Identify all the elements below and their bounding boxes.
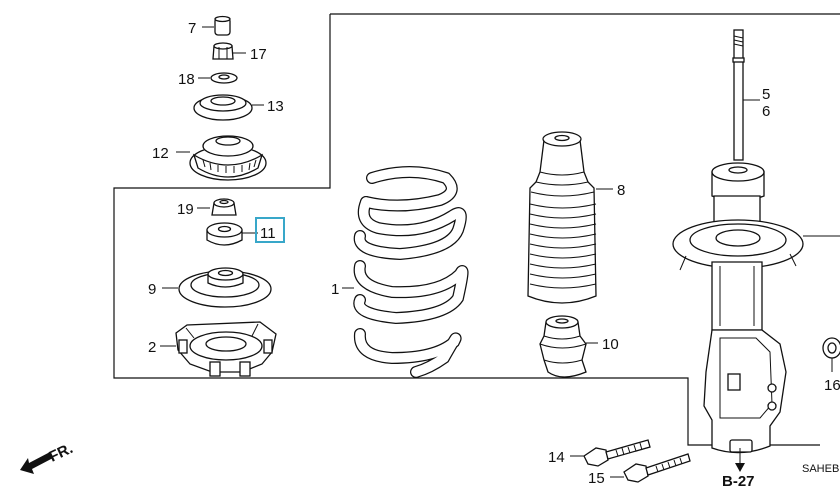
callout-14[interactable]: 14 — [548, 449, 565, 466]
part-11-bushing[interactable] — [206, 222, 243, 246]
callout-9[interactable]: 9 — [148, 281, 156, 298]
part-10-bump-stop[interactable] — [539, 315, 587, 378]
part-12-upper-mount[interactable] — [189, 135, 267, 181]
part-1-coil-spring[interactable] — [353, 166, 469, 378]
callout-15[interactable]: 15 — [588, 470, 605, 487]
part-13-bearing[interactable] — [193, 94, 253, 121]
callout-19[interactable]: 19 — [177, 201, 194, 218]
callout-2[interactable]: 2 — [148, 339, 156, 356]
part-16-nut[interactable] — [822, 337, 840, 359]
callout-11[interactable]: 11 — [260, 225, 276, 242]
diagram-code: SAHEB — [802, 463, 839, 475]
part-5-6-strut[interactable] — [672, 29, 804, 454]
reference-link-b27[interactable]: B-27 — [722, 473, 755, 487]
callout-7[interactable]: 7 — [188, 20, 196, 37]
callout-17[interactable]: 17 — [250, 46, 267, 63]
part-14-bolt[interactable] — [583, 439, 651, 467]
part-9-spring-seat[interactable] — [178, 267, 272, 308]
callout-18[interactable]: 18 — [178, 71, 195, 88]
part-19-nut[interactable] — [211, 198, 237, 216]
front-direction-arrow-icon — [20, 452, 53, 474]
callout-8[interactable]: 8 — [617, 182, 625, 199]
callout-11-highlight — [255, 217, 285, 243]
callout-16[interactable]: 16 — [824, 377, 840, 394]
front-direction-label: FR. — [47, 440, 76, 466]
callout-5[interactable]: 5 — [762, 86, 770, 103]
part-7-cap[interactable] — [214, 15, 231, 36]
callout-13[interactable]: 13 — [267, 98, 284, 115]
assembly-frame — [113, 13, 840, 446]
part-8-dust-boot[interactable] — [527, 131, 597, 304]
callout-6[interactable]: 6 — [762, 103, 770, 120]
part-17-nut[interactable] — [212, 42, 234, 60]
part-2-seal[interactable] — [175, 321, 277, 377]
part-18-washer[interactable] — [210, 72, 238, 84]
part-15-bolt[interactable] — [623, 453, 691, 483]
callout-10[interactable]: 10 — [602, 336, 619, 353]
callout-1[interactable]: 1 — [331, 281, 339, 298]
reference-arrow-head — [735, 463, 745, 472]
callout-12[interactable]: 12 — [152, 145, 169, 162]
